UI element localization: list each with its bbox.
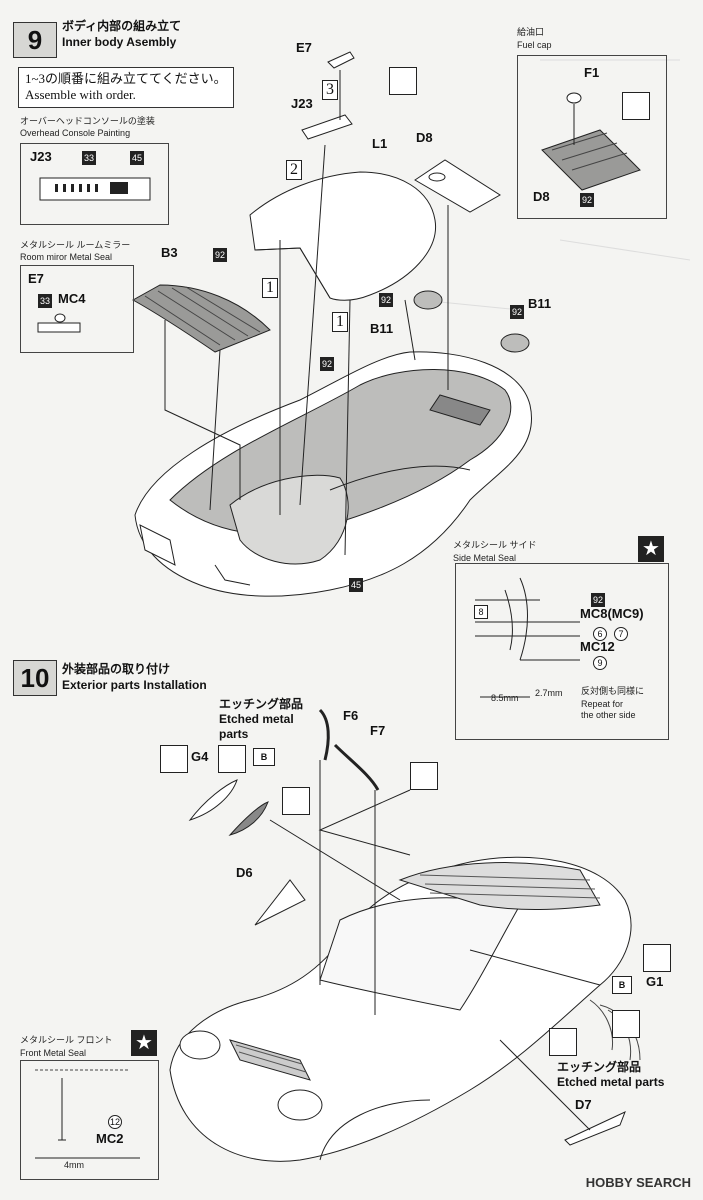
mirror-part-label: E7 bbox=[28, 271, 44, 286]
diamond-icon bbox=[549, 1028, 577, 1056]
side-seal-dim-b: 2.7mm bbox=[535, 688, 563, 698]
part-d6: D6 bbox=[236, 865, 253, 880]
order-note-jp: 1~3の順番に組み立ててください。 bbox=[25, 71, 227, 86]
step-10-title-jp: 外装部品の取り付け bbox=[62, 662, 171, 676]
part-f7: F7 bbox=[370, 723, 386, 738]
side-seal-repeat-en-1: Repeat for bbox=[581, 699, 624, 709]
part-j23: J23 bbox=[291, 96, 313, 111]
checker-icon bbox=[218, 745, 246, 773]
fuel-cap-title-jp: 給油口 bbox=[517, 27, 545, 37]
step-9-number: 9 bbox=[13, 22, 57, 58]
part-l1: L1 bbox=[372, 136, 388, 151]
part-b3: B3 bbox=[161, 245, 178, 260]
part-e7: E7 bbox=[296, 40, 312, 55]
etched-top-en-2: parts bbox=[219, 727, 249, 741]
color-92-d: 92 bbox=[320, 357, 334, 371]
console-color-a: 33 bbox=[82, 151, 96, 165]
fuel-cap-box bbox=[517, 55, 667, 219]
order-one-a: 1 bbox=[262, 278, 278, 298]
side-seal-num-b: 7 bbox=[614, 627, 628, 641]
side-seal-part: 8 bbox=[474, 605, 488, 619]
checker-icon bbox=[612, 1010, 640, 1038]
console-title-jp: オーバーヘッドコンソールの塗装 bbox=[20, 116, 155, 126]
assembly-order-note: 1~3の順番に組み立ててください。 Assemble with order. bbox=[18, 67, 234, 108]
cement-icon bbox=[410, 762, 438, 790]
side-seal-title-en: Side Metal Seal bbox=[453, 553, 517, 563]
step-9-title-en: Inner body Asembly bbox=[62, 35, 177, 49]
star-icon: ★ bbox=[131, 1030, 157, 1056]
mirror-color: 33 bbox=[38, 294, 52, 308]
fuel-cap-title-en: Fuel cap bbox=[517, 40, 552, 50]
part-b11-a: B11 bbox=[370, 321, 394, 336]
etched-top-en-1: Etched metal bbox=[219, 712, 294, 726]
side-seal-repeat-jp: 反対側も同様に bbox=[581, 686, 645, 696]
part-b11-b: B11 bbox=[528, 296, 552, 311]
part-g1: G1 bbox=[646, 974, 664, 989]
front-seal-title-en: Front Metal Seal bbox=[20, 1048, 87, 1058]
cement-icon bbox=[389, 67, 417, 95]
mirror-title-en: Room miror Metal Seal bbox=[20, 252, 113, 262]
fuel-cap-part-d8: D8 bbox=[533, 189, 550, 204]
paint-brush-icon bbox=[622, 92, 650, 120]
side-seal-color: 92 bbox=[591, 593, 605, 607]
side-seal-repeat-en-2: the other side bbox=[581, 710, 636, 720]
front-seal-box bbox=[20, 1060, 159, 1180]
cement-icon bbox=[160, 745, 188, 773]
order-one-b: 1 bbox=[332, 312, 348, 332]
color-45: 45 bbox=[349, 578, 363, 592]
etched-bottom-en: Etched metal parts bbox=[557, 1075, 665, 1089]
front-seal-label: MC2 bbox=[96, 1131, 124, 1146]
front-seal-dim: 4mm bbox=[64, 1160, 84, 1170]
order-three: 3 bbox=[322, 80, 338, 100]
step-9-title-jp: ボディ内部の組み立て bbox=[62, 19, 182, 33]
side-seal-box bbox=[455, 563, 669, 740]
mirror-title-jp: メタルシール ルームミラー bbox=[20, 240, 131, 250]
color-92-b: 92 bbox=[379, 293, 393, 307]
fuel-cap-part-f1: F1 bbox=[584, 65, 600, 80]
cement-icon bbox=[643, 944, 671, 972]
part-d7: D7 bbox=[575, 1097, 592, 1112]
diamond-icon bbox=[282, 787, 310, 815]
side-seal-num-a: 6 bbox=[593, 627, 607, 641]
console-title-en: Overhead Console Painting bbox=[20, 128, 131, 138]
color-92-c: 92 bbox=[510, 305, 524, 319]
side-seal-label-a: MC8(MC9) bbox=[580, 606, 644, 621]
part-g4: G4 bbox=[191, 749, 209, 764]
order-two: 2 bbox=[286, 160, 302, 180]
console-part-label: J23 bbox=[30, 149, 52, 164]
part-b-top: B bbox=[253, 748, 275, 766]
side-seal-title-jp: メタルシール サイド bbox=[453, 540, 537, 550]
star-icon: ★ bbox=[638, 536, 664, 562]
front-seal-num: 12 bbox=[108, 1115, 122, 1129]
step-10-title-en: Exterior parts Installation bbox=[62, 678, 207, 692]
side-seal-label-b: MC12 bbox=[580, 639, 615, 654]
part-f6: F6 bbox=[343, 708, 359, 723]
color-92-a: 92 bbox=[213, 248, 227, 262]
etched-bottom-jp: エッチング部品 bbox=[557, 1060, 642, 1074]
console-detail-box bbox=[20, 143, 169, 225]
front-seal-title-jp: メタルシール フロント bbox=[20, 1035, 113, 1045]
order-note-en: Assemble with order. bbox=[25, 87, 136, 103]
part-b-bottom: B bbox=[612, 976, 632, 994]
mirror-seal-label: MC4 bbox=[58, 291, 86, 306]
side-seal-num-c: 9 bbox=[593, 656, 607, 670]
mirror-detail-box bbox=[20, 265, 134, 353]
etched-top-jp: エッチング部品 bbox=[219, 697, 304, 711]
fuel-cap-color: 92 bbox=[580, 193, 594, 207]
step-10-number: 10 bbox=[13, 660, 57, 696]
watermark: HOBBY SEARCH bbox=[585, 1175, 691, 1190]
part-d8: D8 bbox=[416, 130, 433, 145]
side-seal-dim-a: 8.5mm bbox=[491, 693, 519, 703]
console-color-b: 45 bbox=[130, 151, 144, 165]
